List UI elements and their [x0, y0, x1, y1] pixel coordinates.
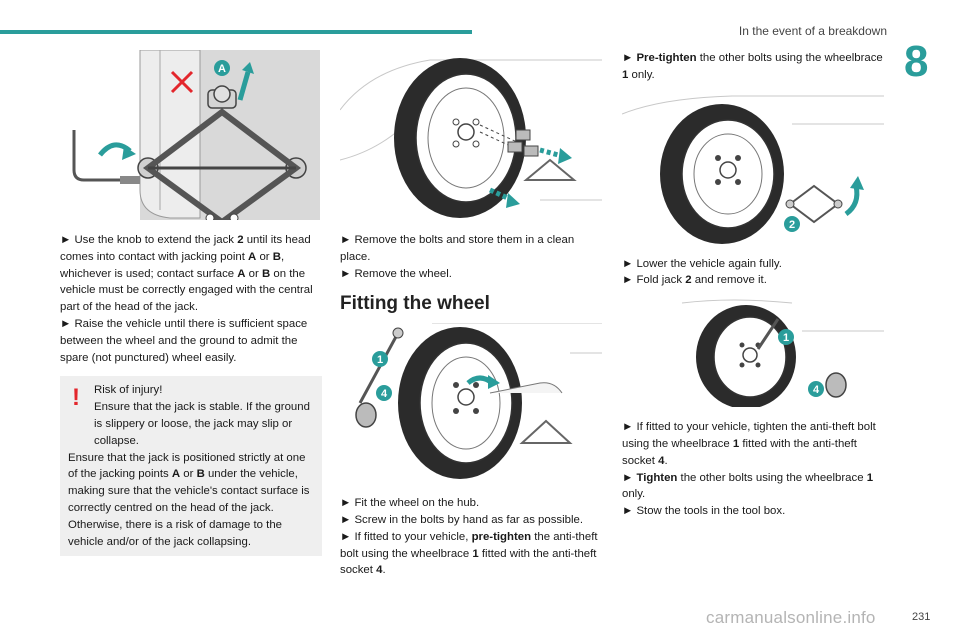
tighten-bolts-illustration: 1 4 — [622, 297, 884, 408]
col2-steps-bottom: ► Fit the wheel on the hub. ► Screw in t… — [340, 495, 602, 579]
jack-illustration: A — [60, 50, 322, 220]
fit-wheel-drawing: 1 4 — [355, 323, 602, 480]
callout-1: 1 — [377, 354, 383, 366]
step: ► Tighten the other bolts using the whee… — [622, 471, 874, 501]
warning-line: Risk of injury! — [94, 384, 163, 397]
callout-a: A — [218, 63, 226, 75]
fit-wheel-illustration: 1 4 — [340, 323, 602, 483]
step: ► Stow the tools in the tool box. — [622, 505, 786, 518]
col3-steps-top: ► Pre-tighten the other bolts using the … — [622, 50, 884, 84]
col2-steps-top: ► Remove the bolts and store them in a c… — [340, 232, 602, 282]
step: ► Remove the bolts and store them in a c… — [340, 234, 575, 263]
callout-4: 4 — [381, 388, 388, 400]
step: ► Screw in the bolts by hand as far as p… — [340, 513, 584, 526]
warning-line: Ensure that the jack is positioned stric… — [68, 451, 310, 548]
lower-vehicle-illustration: 2 — [622, 94, 884, 244]
callout-4: 4 — [813, 384, 820, 396]
col3-steps-bottom: ► If fitted to your vehicle, tighten the… — [622, 419, 884, 520]
tighten-bolts-drawing: 1 4 — [681, 299, 884, 408]
step: ► Lower the vehicle again fully. — [622, 257, 782, 270]
step: ► Pre-tighten the other bolts using the … — [622, 52, 883, 81]
section-title: In the event of a breakdown — [738, 24, 887, 38]
step: ► Raise the vehicle until there is suffi… — [60, 317, 308, 364]
step: ► If fitted to your vehicle, pre-tighten… — [340, 530, 598, 577]
column-2: ► Remove the bolts and store them in a c… — [340, 50, 602, 579]
page-number: 231 — [912, 611, 931, 623]
step: ► Use the knob to extend the jack 2 unti… — [60, 234, 313, 314]
col3-steps-mid: ► Lower the vehicle again fully. ► Fold … — [622, 256, 884, 290]
section-heading: Fitting the wheel — [340, 293, 490, 315]
callout-1: 1 — [783, 332, 789, 344]
step: ► Remove the wheel. — [340, 267, 452, 280]
step: ► Fit the wheel on the hub. — [340, 497, 480, 510]
warning-line: Ensure that the jack is stable. If the g… — [94, 401, 310, 447]
remove-bolts-drawing — [340, 58, 602, 218]
callout-2: 2 — [789, 219, 795, 231]
step: ► If fitted to your vehicle, tighten the… — [622, 421, 876, 467]
exclamation-icon: ! — [72, 384, 80, 412]
column-1: A ► Use the knob to extend the jack 2 un… — [60, 50, 322, 557]
chapter-number: 8 — [904, 37, 929, 86]
header-accent-bar — [0, 30, 472, 34]
jack-extend-drawing: A — [72, 50, 320, 220]
remove-bolts-illustration — [340, 50, 602, 220]
warning-box: ! Risk of injury! Ensure that the jack i… — [60, 376, 322, 557]
step: ► Fold jack 2 and remove it. — [622, 274, 767, 287]
watermark: carmanualsonline.info — [706, 608, 876, 627]
column-3: ► Pre-tighten the other bolts using the … — [622, 50, 884, 520]
col1-steps: ► Use the knob to extend the jack 2 unti… — [60, 232, 322, 366]
lower-vehicle-drawing: 2 — [622, 95, 884, 244]
